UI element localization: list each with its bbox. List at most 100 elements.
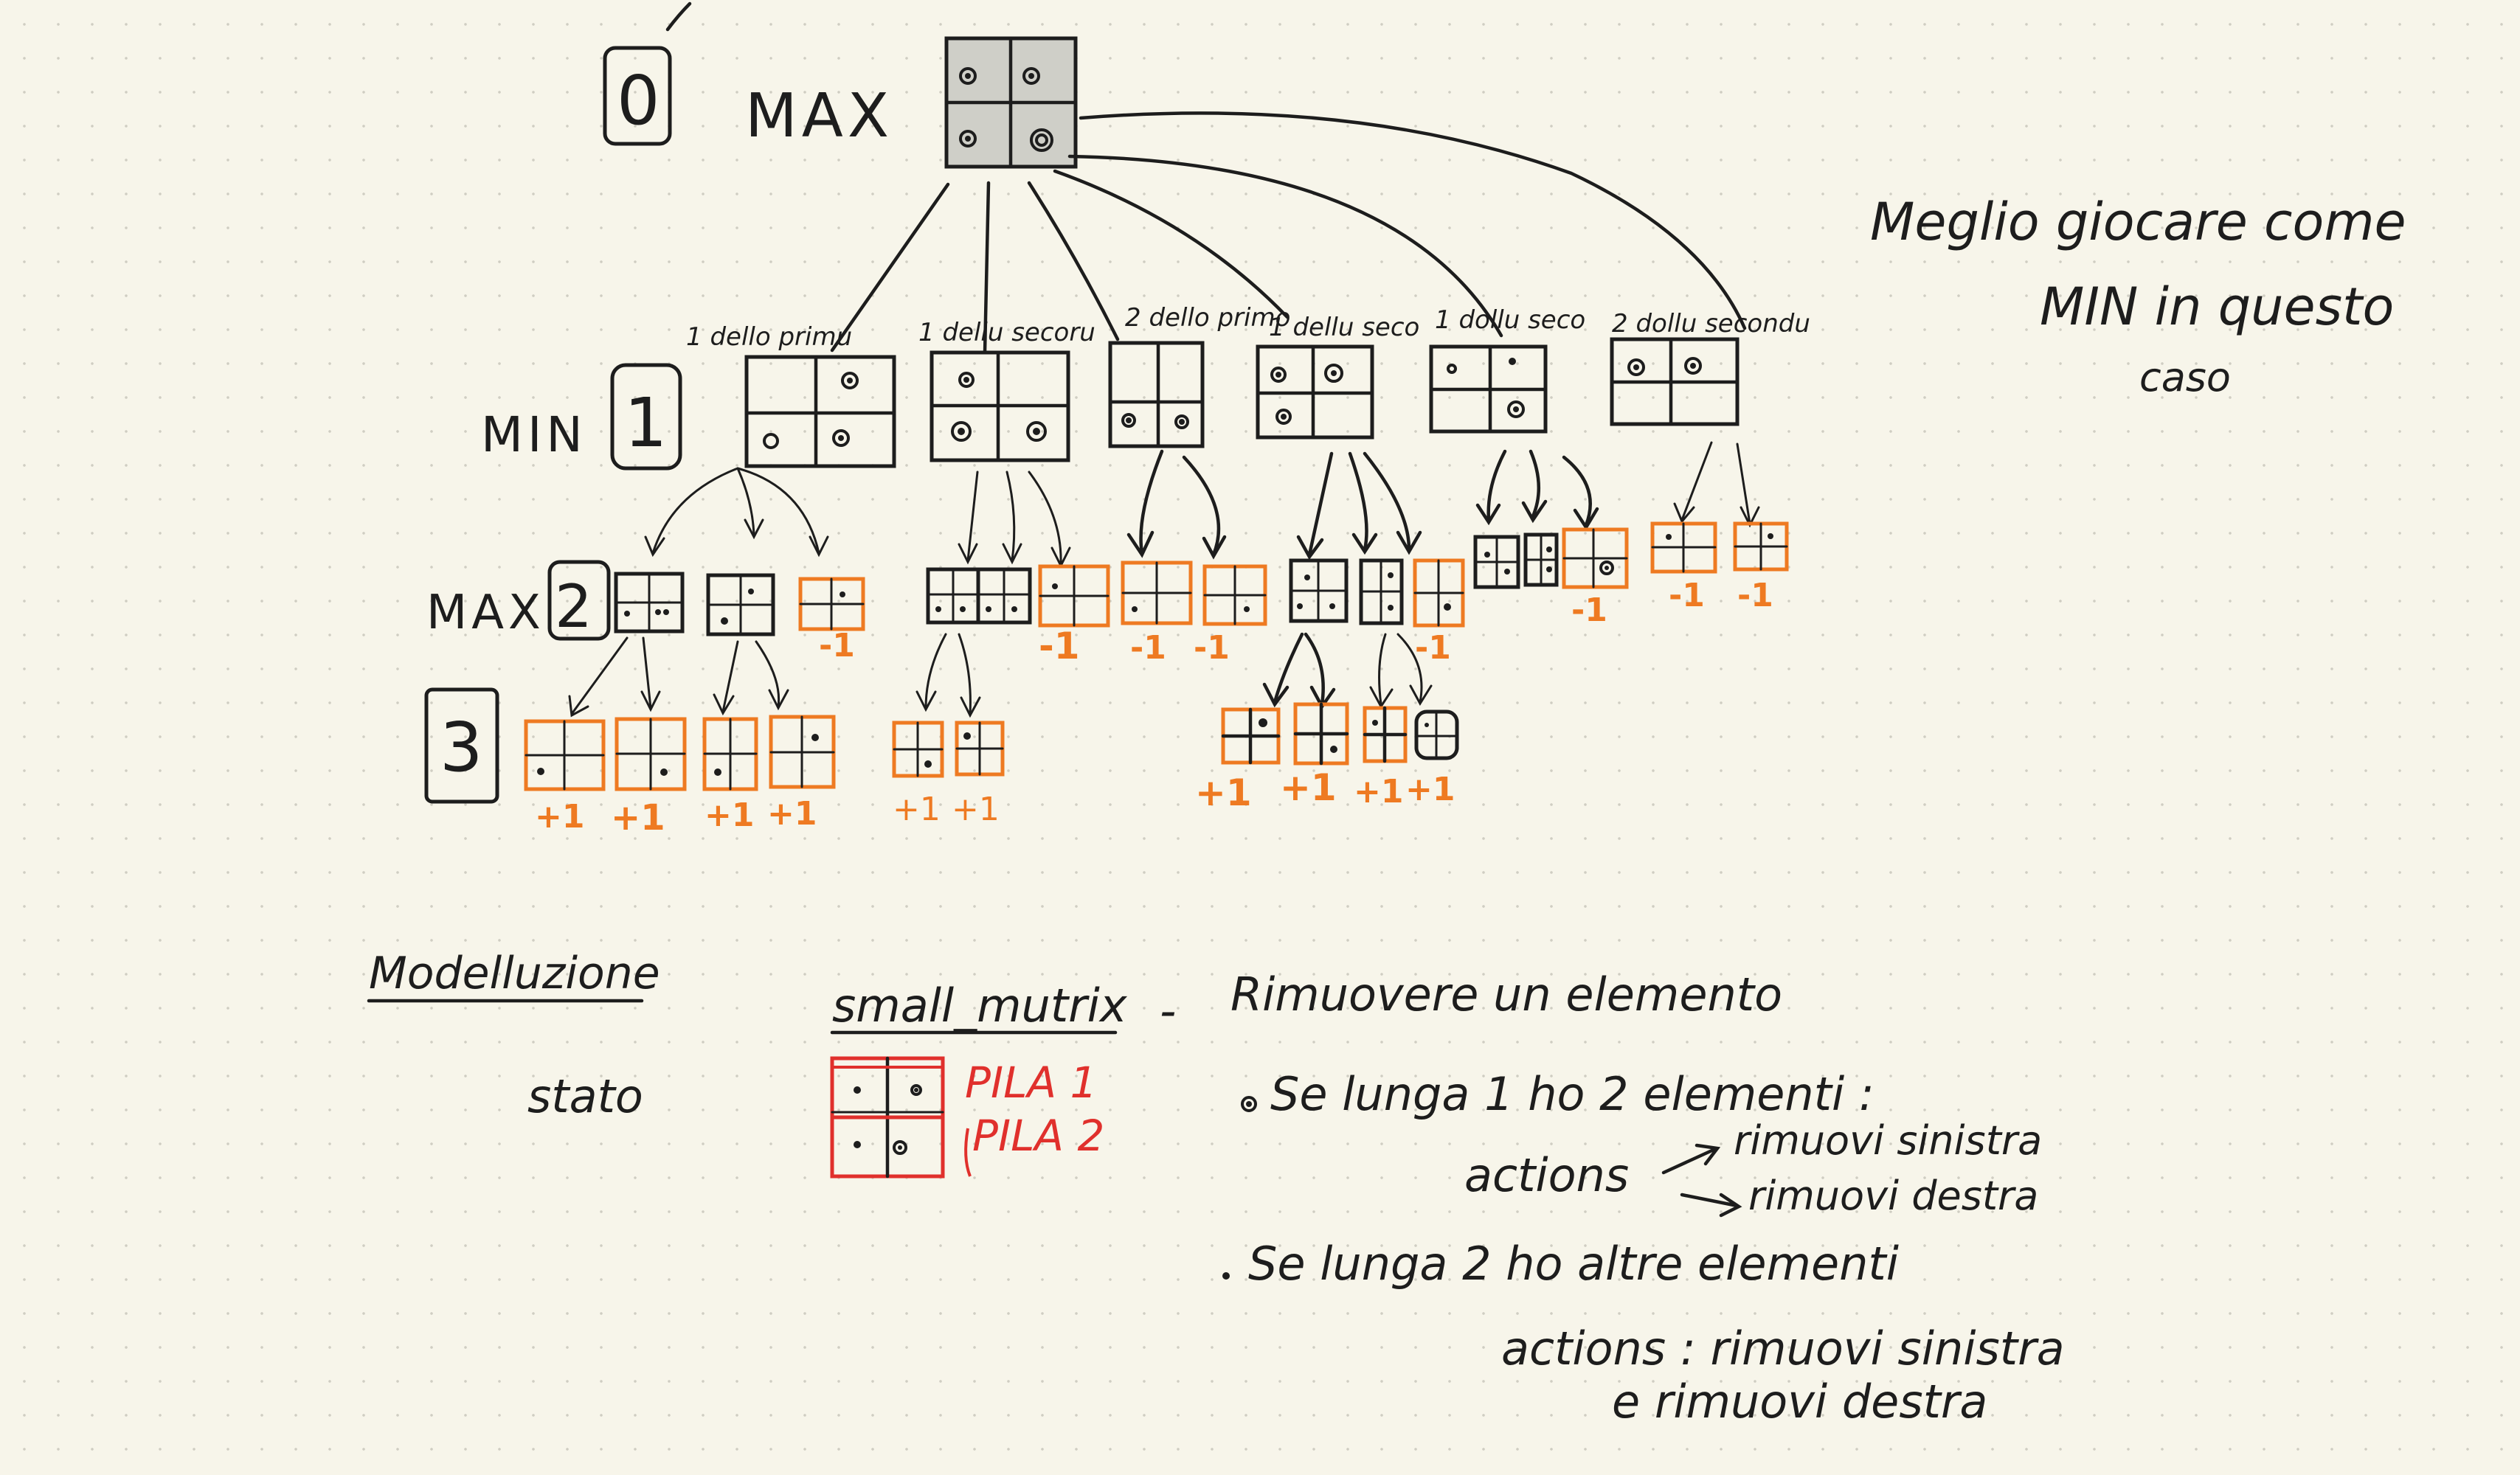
level-2-label: 2 MAX bbox=[426, 560, 611, 641]
level-3-state bbox=[1363, 706, 1408, 763]
edges-l1-l2 bbox=[644, 441, 1760, 569]
move-label-3: 2 dello primo bbox=[1125, 303, 1290, 333]
level-2-state bbox=[1650, 521, 1717, 574]
small-matrix bbox=[830, 1056, 945, 1179]
level-3-number: 3 bbox=[440, 708, 483, 787]
bullet-2 bbox=[1222, 1272, 1230, 1280]
value-label: +1 bbox=[893, 791, 941, 828]
level-3-state bbox=[1293, 702, 1349, 766]
level-2-state bbox=[1523, 532, 1559, 587]
value-label: -1 bbox=[1130, 629, 1166, 667]
pila-1-label: PILA 1 bbox=[965, 1058, 1097, 1108]
case-1-action-2: rimuovi destra bbox=[1748, 1173, 2038, 1219]
state-label: stato bbox=[527, 1069, 643, 1123]
case-1-text: Se lunga 1 ho 2 elementi : bbox=[1270, 1067, 1875, 1121]
value-label: +1 bbox=[1280, 766, 1337, 809]
level-1-state-3 bbox=[1108, 341, 1205, 448]
level-2-state bbox=[1413, 558, 1465, 628]
note-line-3: caso bbox=[2139, 354, 2231, 400]
edges-l2-l3 bbox=[568, 632, 1433, 718]
level-0-role: MAX bbox=[745, 81, 893, 151]
modeling-title: Modelluzione bbox=[369, 948, 660, 999]
arrow-2 bbox=[1680, 1193, 1742, 1218]
move-label-1: 1 dello primu bbox=[686, 322, 852, 352]
note-line-1: Meglio giocare come bbox=[1870, 192, 2406, 252]
level-1-state-4 bbox=[1256, 344, 1374, 440]
pila-connector bbox=[964, 1128, 972, 1177]
level-3-values: +1 +1 +1 +1 +1 +1 +1 +1 +1 +1 bbox=[535, 766, 1455, 839]
definition-separator: - bbox=[1160, 984, 1176, 1038]
level-2-state bbox=[798, 577, 865, 631]
level-1-label: 1 MIN bbox=[481, 363, 682, 471]
level-2-state bbox=[1359, 558, 1404, 625]
level-3-state bbox=[955, 721, 1005, 777]
case-2-text: Se lunga 2 ho altre elementi bbox=[1248, 1237, 1899, 1291]
level-2-state bbox=[1733, 521, 1789, 572]
definition-text: Rimuovere un elemento bbox=[1230, 968, 1782, 1021]
level-2-state bbox=[976, 567, 1032, 625]
case-1-actions-label: actions bbox=[1464, 1148, 1629, 1202]
side-note: Meglio giocare come MIN in questo caso bbox=[1870, 192, 2406, 400]
level-3-state bbox=[524, 719, 606, 791]
level-3-label: 3 bbox=[424, 687, 499, 804]
level-2-number: 2 bbox=[555, 572, 592, 641]
bullet-1 bbox=[1241, 1096, 1257, 1112]
root-state bbox=[944, 36, 1078, 169]
level-2-values: -1 -1 -1 -1 -1 -1 -1 -1 bbox=[819, 577, 1773, 667]
level-1-state-6 bbox=[1610, 337, 1740, 426]
level-2-role: MAX bbox=[426, 586, 545, 640]
note-line-2: MIN in questo bbox=[2040, 277, 2394, 337]
value-label: -1 bbox=[1571, 591, 1607, 629]
level-0-number: 0 bbox=[617, 61, 660, 140]
value-label: +1 bbox=[952, 791, 1000, 828]
case-2-actions-2: e rimuovi destra bbox=[1612, 1375, 1987, 1429]
level-2-state bbox=[926, 567, 980, 625]
level-1-state-1 bbox=[744, 355, 896, 468]
modeling-section: Modelluzione stato small_mutrix PILA 1 P… bbox=[367, 948, 2065, 1429]
level-0-label: 0 MAX bbox=[603, 46, 893, 151]
level-2-states bbox=[614, 521, 1789, 636]
value-label: -1 bbox=[1039, 625, 1080, 667]
level-2-box bbox=[547, 560, 611, 641]
case-2-actions: actions : rimuovi sinistra bbox=[1501, 1322, 2065, 1375]
level-0-box bbox=[603, 46, 672, 146]
value-label: +1 bbox=[705, 796, 754, 834]
variable-name: small_mutrix bbox=[832, 979, 1128, 1032]
level-2-state bbox=[1473, 535, 1520, 589]
value-label: -1 bbox=[1669, 577, 1705, 614]
value-label: +1 bbox=[611, 797, 665, 839]
level-3-states bbox=[524, 702, 1459, 791]
level-1-number: 1 bbox=[624, 384, 668, 462]
pila-2-label: PILA 2 bbox=[972, 1111, 1104, 1161]
level-2-state bbox=[614, 572, 685, 634]
move-label-6: 2 dollu secondu bbox=[1612, 309, 1810, 339]
move-label-2: 1 dellu secoru bbox=[918, 318, 1095, 347]
case-1-action-1: rimuovi sinistra bbox=[1734, 1117, 2042, 1164]
arrow-1 bbox=[1661, 1143, 1721, 1175]
value-label: -1 bbox=[1194, 629, 1230, 667]
value-label: +1 bbox=[767, 795, 817, 833]
value-label: +1 bbox=[1405, 771, 1455, 808]
level-2-state bbox=[1562, 527, 1629, 589]
level-3-state bbox=[1414, 709, 1459, 760]
level-1-state-2 bbox=[930, 350, 1070, 462]
level-2-state bbox=[706, 573, 775, 636]
value-label: +1 bbox=[1354, 773, 1403, 811]
level-1-box bbox=[610, 363, 682, 471]
value-label: +1 bbox=[1195, 771, 1252, 814]
level-3-box bbox=[424, 687, 499, 804]
level-2-state bbox=[1202, 564, 1267, 626]
level-3-state bbox=[702, 717, 758, 791]
value-label: -1 bbox=[1737, 577, 1773, 614]
move-label-4: 1 dellu seco bbox=[1269, 313, 1419, 342]
level-3-state bbox=[615, 717, 687, 791]
level-3-state bbox=[769, 715, 836, 789]
level-1-state-5 bbox=[1429, 344, 1548, 434]
level-3-state bbox=[1221, 707, 1281, 765]
value-label: -1 bbox=[819, 627, 855, 664]
stray-stroke bbox=[665, 1, 692, 32]
level-2-state bbox=[1121, 560, 1193, 625]
level-3-state bbox=[892, 721, 944, 778]
value-label: +1 bbox=[535, 798, 584, 836]
